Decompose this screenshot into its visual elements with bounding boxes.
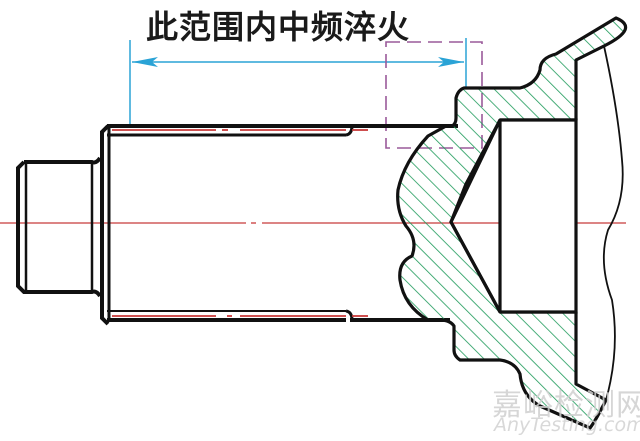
hardening-range-label: 此范围内中频淬火 [146, 8, 411, 46]
watermark-en: AnyTesting.com [494, 414, 640, 436]
flange-hub-section [396, 16, 628, 430]
dimension-line [129, 38, 467, 126]
shaft-end-stub [16, 156, 102, 298]
watermark-cn: 嘉峪检测网 [492, 388, 640, 423]
break-line [602, 45, 624, 401]
arrow-right-icon [438, 57, 464, 67]
hardened-layer-lines [112, 129, 368, 317]
arrow-left-icon [132, 57, 158, 67]
